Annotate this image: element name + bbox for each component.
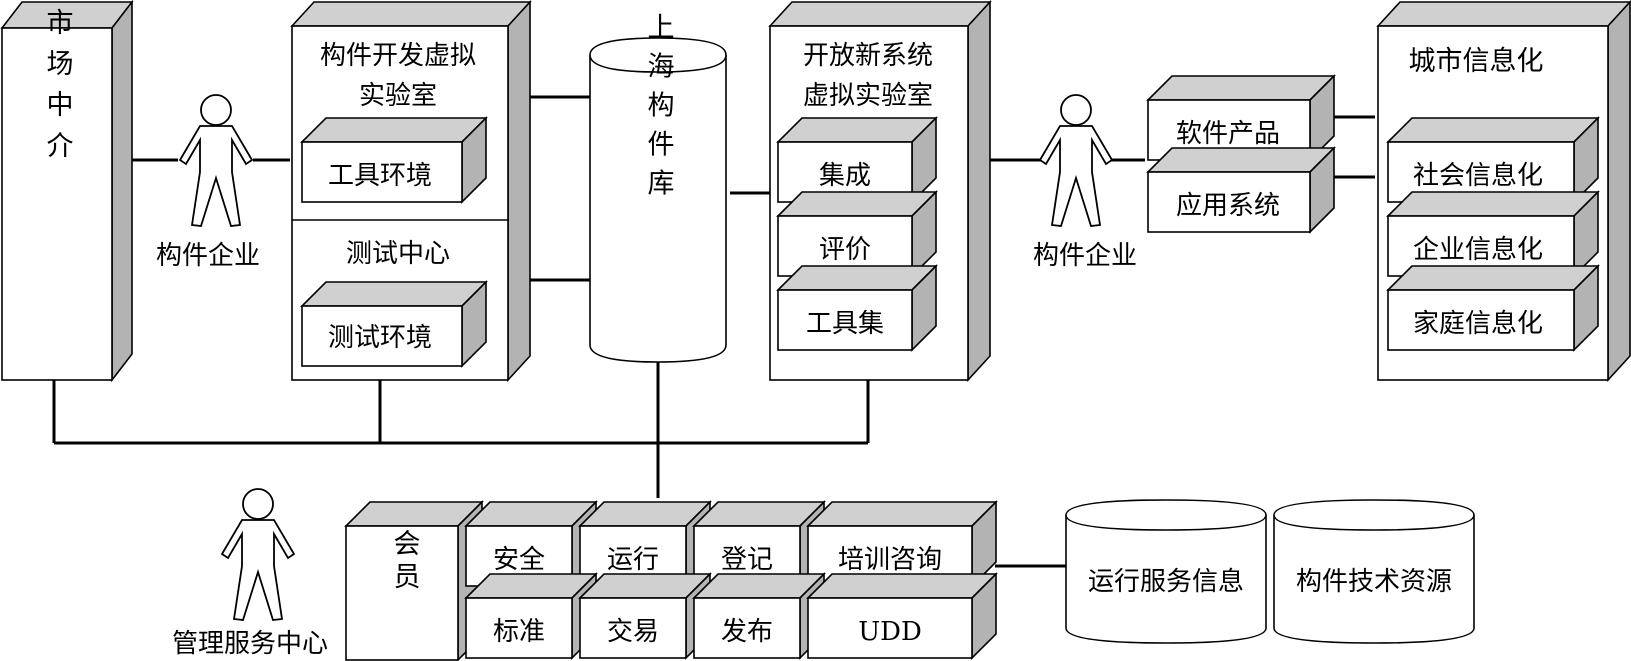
- component-library-label: 上海构件库: [643, 13, 675, 208]
- service-label: 交易: [607, 617, 659, 647]
- service-label: 运行: [607, 545, 659, 575]
- shanghai-component-library: 上海构件库: [589, 13, 727, 363]
- enterprise-left-label: 构件企业: [156, 241, 260, 271]
- member-box: 会员: [344, 500, 484, 661]
- tool-env-label: 工具环境: [328, 161, 432, 191]
- enterprise-right-label: 构件企业: [1033, 241, 1137, 271]
- service-label: UDD: [858, 617, 922, 647]
- module-label: 评价: [819, 235, 871, 265]
- tech-resources-label: 构件技术资源: [1296, 567, 1452, 597]
- management-center-label: 管理服务中心: [172, 629, 328, 659]
- operation-service-info-db: 运行服务信息: [1065, 499, 1267, 644]
- person-icon: [1038, 94, 1114, 227]
- component-enterprise-left: 构件企业: [156, 94, 260, 271]
- city-title: 城市信息化: [1409, 46, 1544, 77]
- software-products-label: 软件产品: [1176, 119, 1280, 149]
- service-box-udd: UDD: [806, 572, 998, 660]
- dev-lab-title-line1: 构件开发虚拟: [320, 41, 476, 71]
- application-systems-label: 应用系统: [1176, 191, 1280, 221]
- service-box-standards: 标准: [464, 572, 598, 660]
- city-item-label: 企业信息化: [1413, 235, 1543, 265]
- open-lab-title-line2: 虚拟实验室: [803, 81, 933, 111]
- module-label: 工具集: [806, 309, 884, 339]
- market-intermediary-label: 市场中介: [42, 8, 74, 172]
- open-lab-module-evaluation: 评价: [776, 190, 938, 278]
- open-lab-module-integration: 集成: [776, 116, 938, 204]
- open-system-lab-block: 开放新系统 虚拟实验室 集成 评价 工具集: [768, 0, 992, 383]
- market-intermediary-block: 市场中介: [0, 0, 134, 383]
- city-informatization-block: 城市信息化 社会信息化 企业信息化 家庭信息化: [1376, 0, 1631, 383]
- household-informatization-box: 家庭信息化: [1386, 264, 1600, 352]
- test-center-label: 测试中心: [346, 239, 450, 269]
- test-env-label: 测试环境: [328, 323, 432, 353]
- member-label: 会员: [389, 529, 420, 595]
- city-item-label: 家庭信息化: [1413, 309, 1543, 339]
- social-informatization-box: 社会信息化: [1386, 116, 1600, 204]
- service-label: 安全: [493, 545, 545, 575]
- person-icon: [220, 488, 296, 621]
- component-tech-resources-db: 构件技术资源: [1273, 499, 1475, 644]
- open-lab-title-line1: 开放新系统: [803, 41, 933, 71]
- service-label: 培训咨询: [838, 545, 942, 575]
- dev-lab-title-line2: 实验室: [359, 81, 437, 111]
- service-label: 登记: [721, 545, 773, 575]
- service-box-trading: 交易: [578, 572, 712, 660]
- service-box-publishing: 发布: [692, 572, 826, 660]
- component-dev-lab-block: 构件开发虚拟 实验室 工具环境 测试中心 测试环境: [290, 0, 532, 383]
- application-systems-box: 应用系统: [1146, 146, 1336, 234]
- person-icon: [178, 94, 254, 227]
- management-service-center: 管理服务中心 会员 安全 运行 登记: [172, 488, 998, 661]
- open-lab-module-toolset: 工具集: [776, 264, 938, 352]
- ops-info-label: 运行服务信息: [1088, 567, 1244, 597]
- module-label: 集成: [819, 161, 871, 191]
- city-item-label: 社会信息化: [1413, 161, 1543, 191]
- service-label: 发布: [721, 617, 773, 647]
- enterprise-informatization-box: 企业信息化: [1386, 190, 1600, 278]
- component-enterprise-right: 构件企业: [1033, 94, 1137, 271]
- service-label: 标准: [493, 617, 545, 647]
